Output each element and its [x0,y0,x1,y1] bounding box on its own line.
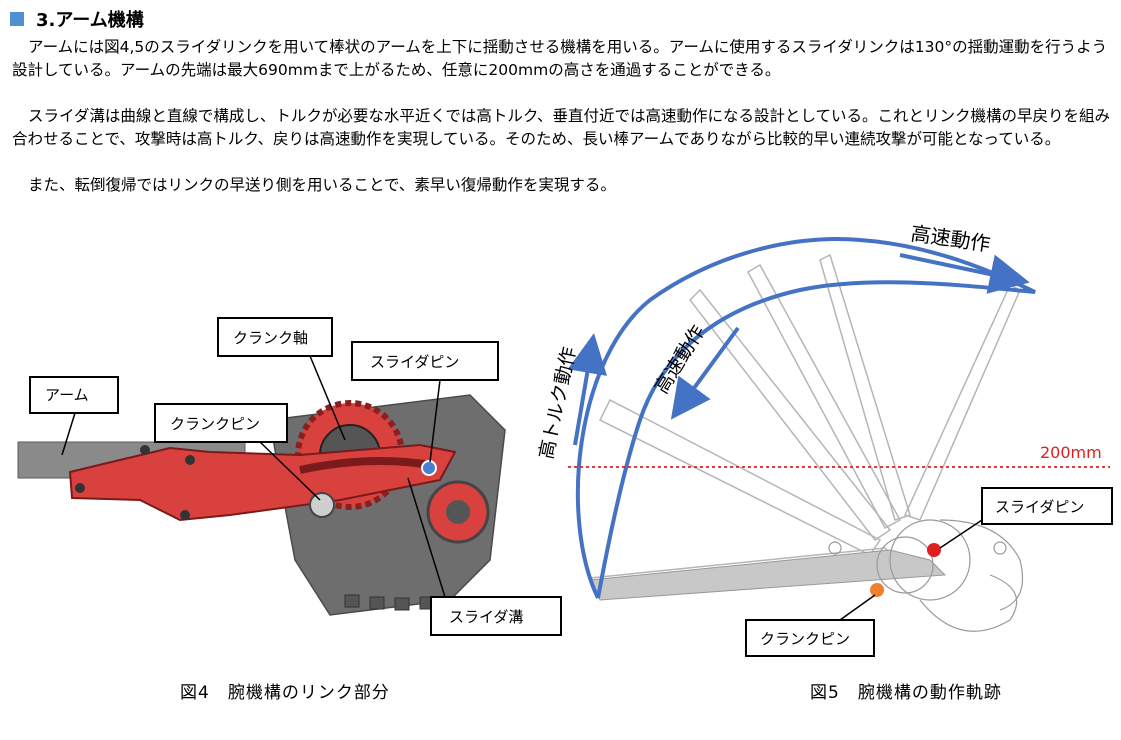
high-speed-mid-arrow [670,326,740,420]
fig5-slider-pin-dot [927,543,941,557]
arm-ghost-positions [588,253,1021,599]
secondary-gear-hub [446,500,470,524]
label-high-speed-mid: 高速動作 [651,322,710,398]
crank-pin [309,492,335,518]
figure-4-caption: 図4 腕機構のリンク部分 [180,683,390,703]
callout-arm-text: アーム [45,386,89,404]
section-title: 3.アーム機構 [36,10,144,31]
label-200mm: 200mm [1040,443,1102,462]
callout-slider-pin-4-text: スライダピン [370,353,459,371]
arm-lowest-position [589,549,947,601]
trajectory-curve [575,237,1036,599]
figure-5-trajectory [567,237,1110,632]
section-bullet-icon [10,12,24,26]
callout-slider-pin-5: スライダピン [939,487,1113,549]
slider-groove-shape [299,457,431,474]
callout-crank-pin-5-text: クランクピン [760,630,850,648]
paragraph-1: アームには図4,5のスライダリンクを用いて棒状のアームを上下に揺動させる機構を用… [12,36,1112,82]
high-speed-top-arrow [899,253,1030,294]
callout-arm: アーム [29,376,119,456]
paragraph-3: また、転倒復帰ではリンクの早送り側を用いることで、素早い復帰動作を実現する。 [12,174,1112,197]
figure-5-caption: 図5 腕機構の動作軌跡 [810,683,1002,703]
fig5-crank-pin-dot [870,583,884,597]
paragraph-2: スライダ溝は曲線と直線で構成し、トルクが必要な水平近くでは高トルク、垂直付近では… [12,105,1112,151]
link-bolts [75,445,195,520]
paragraph-2-text: スライダ溝は曲線と直線で構成し、トルクが必要な水平近くでは高トルク、垂直付近では… [12,107,1111,148]
callout-crank-axis-text: クランク軸 [233,329,308,347]
figure-4-mechanism [17,394,506,616]
callout-crank-pin-5: クランクピン [745,594,876,657]
callout-slider-pin-5-text: スライダピン [995,498,1084,516]
mechanism-outline [828,519,1024,632]
bottom-bolts [344,594,435,611]
slider-pin [421,460,437,476]
callout-slider-pin-4: スライダピン [351,341,499,463]
paragraph-1-text: アームには図4,5のスライダリンクを用いて棒状のアームを上下に揺動させる機構を用… [12,38,1108,79]
callout-slider-groove: スライダ溝 [407,477,562,636]
callout-crank-axis: クランク軸 [217,317,346,441]
high-torque-arrow [567,333,608,446]
callout-crank-pin-text: クランクピン [170,415,260,433]
paragraph-3-text: また、転倒復帰ではリンクの早送り側を用いることで、素早い復帰動作を実現する。 [28,176,616,194]
callout-crank-pin: クランクピン [154,403,321,501]
section-header: 3.アーム機構 [10,6,144,32]
callout-slider-groove-text: スライダ溝 [449,608,523,626]
